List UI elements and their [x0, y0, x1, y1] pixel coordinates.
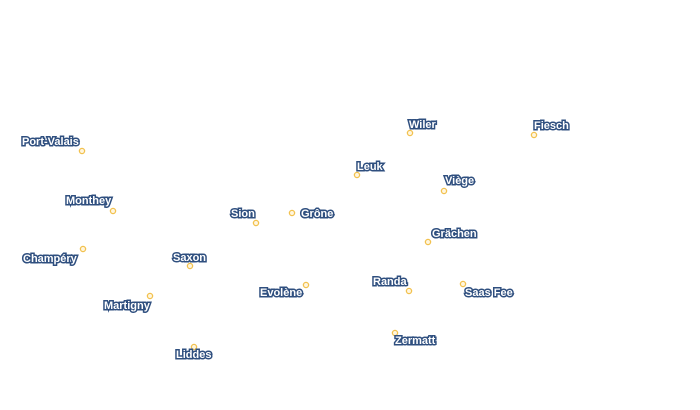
place-marker-monthey[interactable] [109, 207, 117, 215]
place-label-evolene: Evolène [258, 286, 303, 301]
place-label-port-valais: Port-Valais [21, 135, 81, 150]
place-label-sion: Sion [230, 207, 257, 222]
place-label-fiesch: Fiesch [533, 119, 571, 134]
place-marker-wiler[interactable] [406, 129, 414, 137]
place-marker-martigny[interactable] [146, 292, 154, 300]
place-label-martigny: Martigny [103, 299, 152, 314]
place-marker-liddes[interactable] [190, 343, 198, 351]
place-label-wiler: Wiler [408, 118, 438, 133]
place-marker-viege[interactable] [440, 187, 448, 195]
place-label-grachen: Grächen [431, 227, 479, 242]
place-marker-zermatt[interactable] [391, 329, 399, 337]
place-marker-champery[interactable] [79, 245, 87, 253]
place-label-monthey: Monthey [64, 194, 112, 209]
place-marker-grone[interactable] [288, 209, 296, 217]
place-label-grone: Grône [299, 207, 334, 222]
place-marker-sion[interactable] [252, 219, 260, 227]
place-label-liddes: Liddes [174, 348, 212, 363]
place-marker-port-valais[interactable] [78, 147, 86, 155]
place-marker-saas-fee[interactable] [459, 280, 467, 288]
place-marker-leuk[interactable] [353, 171, 361, 179]
place-marker-randa[interactable] [405, 287, 413, 295]
place-label-saas-fee: Saas Fee [464, 286, 515, 301]
place-label-leuk: Leuk [356, 160, 385, 175]
place-label-saxon: Saxon [171, 251, 207, 266]
place-marker-fiesch[interactable] [530, 131, 538, 139]
place-marker-saxon[interactable] [186, 262, 194, 270]
place-marker-evolene[interactable] [302, 281, 310, 289]
place-label-viege: Viège [443, 174, 475, 189]
place-label-zermatt: Zermatt [393, 334, 436, 349]
place-label-champery: Champéry [22, 252, 79, 267]
place-marker-grachen[interactable] [424, 238, 432, 246]
place-label-randa: Randa [372, 275, 409, 290]
